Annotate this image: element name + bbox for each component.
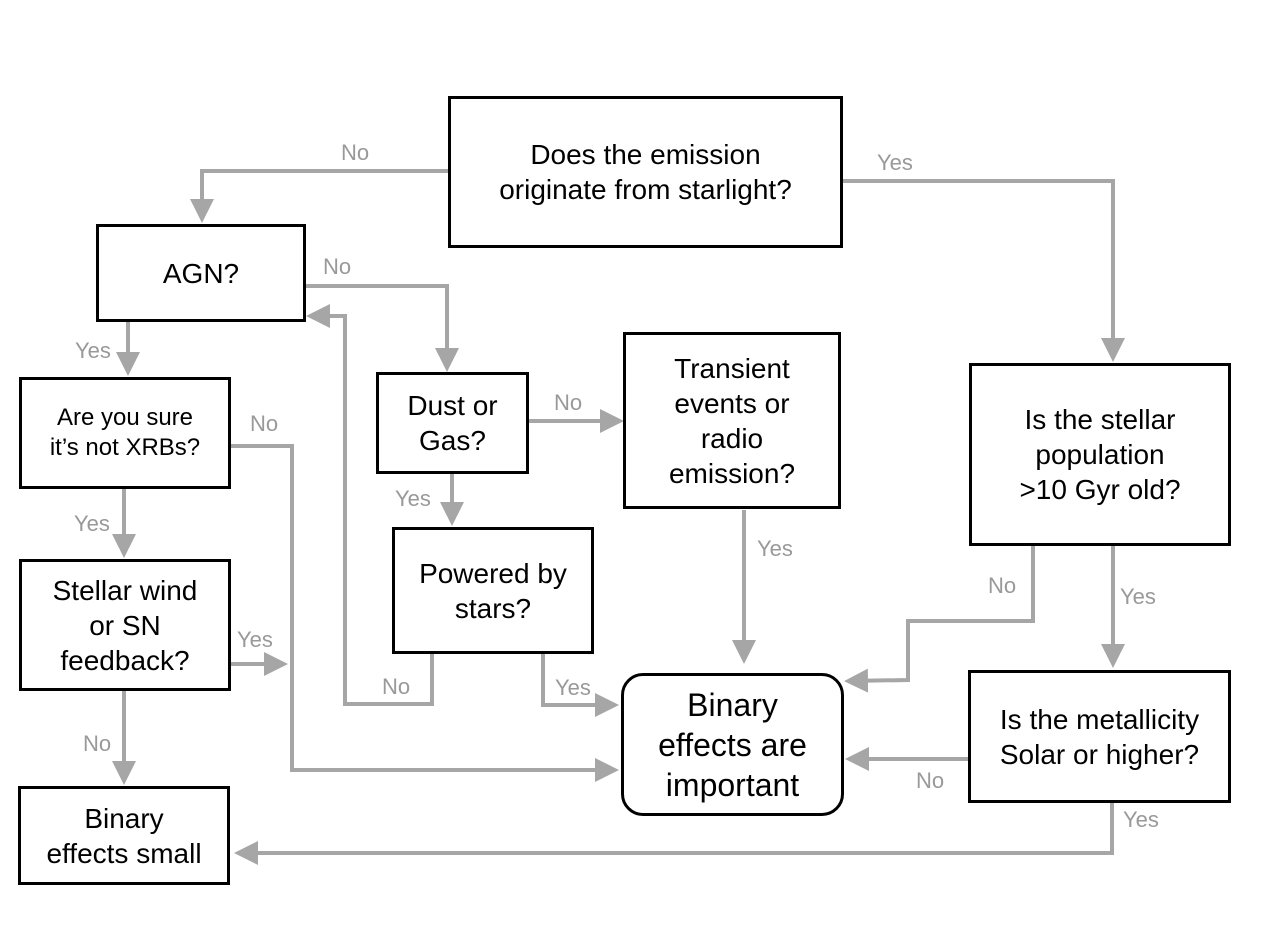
label-agn-yes: Yes	[75, 338, 111, 363]
label-metal-yes: Yes	[1123, 807, 1159, 832]
node-dust-question: Dust or Gas?	[376, 372, 529, 474]
label-wind-no: No	[83, 731, 112, 756]
label-old-no: No	[988, 573, 1017, 598]
node-metallicity-question: Is the metallicity Solar or higher?	[968, 670, 1231, 803]
label-transient-yes: Yes	[757, 536, 793, 561]
node-effects-important: Binary effects are important	[621, 673, 844, 816]
node-agn-question: AGN?	[96, 224, 306, 322]
arrow-xrbs-no	[230, 444, 619, 782]
node-wind-question: Stellar wind or SN feedback?	[19, 559, 231, 691]
arrow-powered-no	[306, 304, 434, 706]
label-agn-no: No	[323, 254, 352, 279]
arrow-agn-no	[305, 284, 459, 372]
arrow-powered-yes	[541, 653, 619, 717]
label-start-yes: Yes	[877, 150, 913, 175]
label-metal-no: No	[916, 768, 945, 793]
label-powered-no: No	[382, 674, 411, 699]
label-dust-yes: Yes	[395, 486, 431, 511]
label-powered-yes: Yes	[555, 675, 591, 700]
label-old-yes: Yes	[1120, 584, 1156, 609]
label-wind-yes: Yes	[237, 627, 273, 652]
node-xrbs-question: Are you sure it’s not XRBs?	[19, 377, 231, 489]
node-transient-question: Transient events or radio emission?	[623, 332, 841, 509]
node-old-population-question: Is the stellar population >10 Gyr old?	[969, 363, 1231, 546]
label-xrbs-no: No	[250, 411, 279, 436]
label-start-no: No	[341, 140, 370, 165]
node-starlight-question: Does the emission originate from starlig…	[448, 96, 843, 248]
arrow-old-no	[844, 546, 1035, 693]
arrow-start-no	[190, 169, 449, 223]
node-effects-small: Binary effects small	[18, 786, 230, 885]
arrow-metal-yes	[234, 802, 1114, 865]
arrow-start-yes	[842, 179, 1125, 362]
node-powered-question: Powered by stars?	[392, 527, 594, 654]
label-xrbs-yes: Yes	[74, 511, 110, 536]
label-dust-no: No	[554, 390, 583, 415]
